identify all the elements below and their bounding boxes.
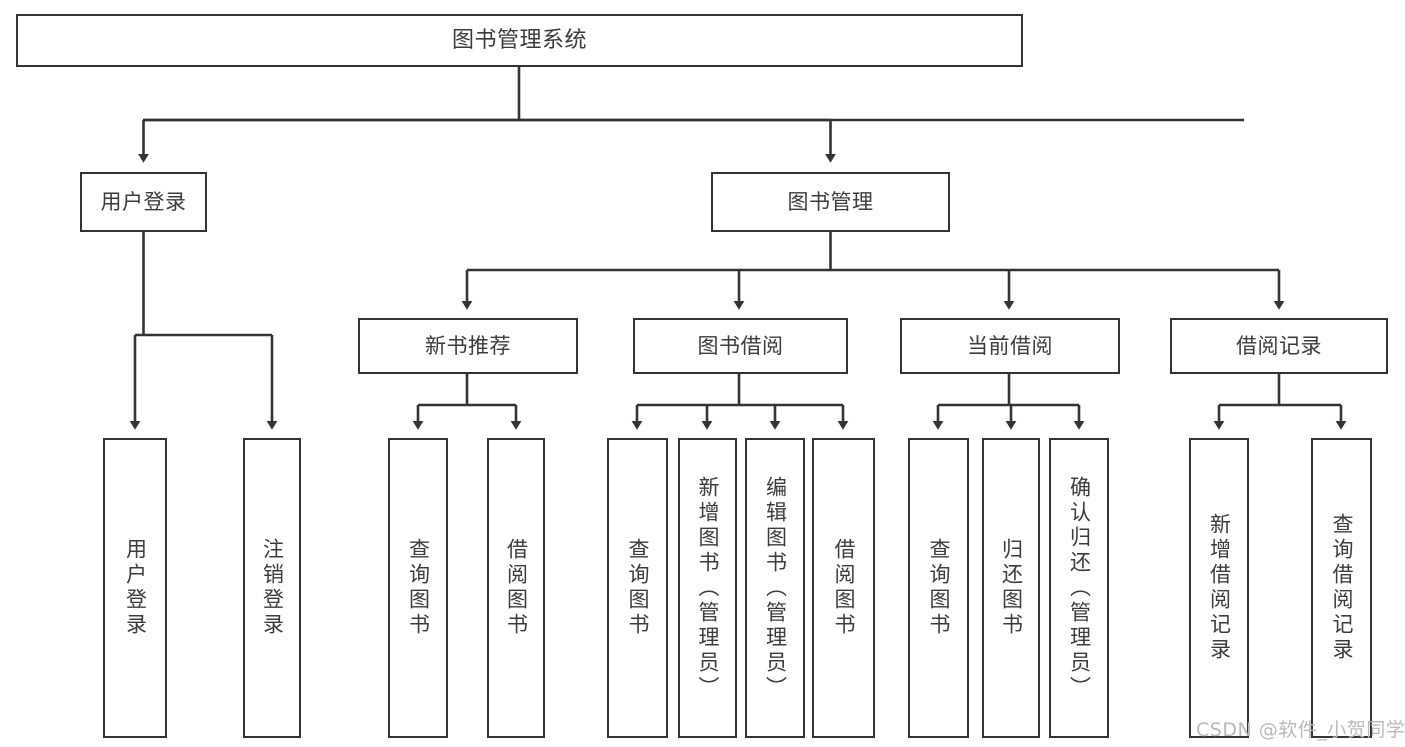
edge-userlogin-to-leaves [129,232,278,430]
node-root-system[interactable]: 图书管理系统 [16,14,1023,67]
node-label: 新书推荐 [425,333,511,358]
node-label: 查询图书 [626,538,650,638]
node-label: 用户登录 [100,189,187,214]
node-label: 借阅图书 [504,538,529,638]
node-label: 借阅图书 [832,538,856,638]
edge-borrowrecord-to-leaves [1213,374,1347,430]
node-new-book-recommend[interactable]: 新书推荐 [358,318,578,374]
node-borrow-record[interactable]: 借阅记录 [1170,318,1388,374]
node-label: 注销登录 [260,538,285,638]
node-label: 借阅记录 [1236,333,1322,358]
node-label: 查询图书 [927,538,951,638]
node-leaf-borrow-book-1[interactable]: 借阅图书 [487,438,545,738]
node-label: 查询图书 [406,538,431,638]
edge-root-to-level1 [138,67,1244,163]
node-book-manage[interactable]: 图书管理 [711,172,950,232]
node-leaf-query-book-2[interactable]: 查询图书 [607,438,668,738]
node-leaf-confirm-return[interactable]: 确认归还（管理员） [1049,438,1109,738]
node-label: 图书借阅 [697,333,784,358]
node-current-borrow[interactable]: 当前借阅 [900,318,1120,374]
node-leaf-add-record[interactable]: 新增借阅记录 [1189,438,1249,738]
node-leaf-user-logout[interactable]: 注销登录 [243,438,301,738]
node-label: 新增图书（管理员） [696,475,720,701]
edge-bookmanage-to-level2 [461,232,1285,310]
node-user-login[interactable]: 用户登录 [80,172,207,232]
node-label: 确认归还（管理员） [1067,475,1092,701]
node-label: 编辑图书（管理员） [763,475,788,701]
node-label: 新增借阅记录 [1207,513,1232,663]
node-leaf-query-record[interactable]: 查询借阅记录 [1311,438,1372,738]
node-leaf-add-book[interactable]: 新增图书（管理员） [678,438,737,738]
watermark-text: CSDN @软件_小贺同学 [1196,719,1405,741]
node-label: 图书管理系统 [451,27,587,53]
node-leaf-edit-book[interactable]: 编辑图书（管理员） [745,438,805,738]
edge-currentborrow-to-leaves [932,374,1085,430]
node-leaf-query-book-1[interactable]: 查询图书 [388,438,448,738]
edge-newbook-to-leaves [412,374,522,430]
node-leaf-return-book[interactable]: 归还图书 [982,438,1040,738]
node-leaf-user-login[interactable]: 用户登录 [103,438,167,738]
node-label: 图书管理 [787,189,874,214]
node-label: 归还图书 [999,538,1024,638]
edge-bookborrow-to-leaves [631,374,849,430]
node-label: 用户登录 [123,538,148,638]
node-leaf-query-book-3[interactable]: 查询图书 [908,438,969,738]
node-label: 查询借阅记录 [1330,513,1354,663]
node-leaf-borrow-book-2[interactable]: 借阅图书 [812,438,875,738]
node-book-borrow[interactable]: 图书借阅 [633,318,848,374]
node-label: 当前借阅 [967,333,1053,358]
